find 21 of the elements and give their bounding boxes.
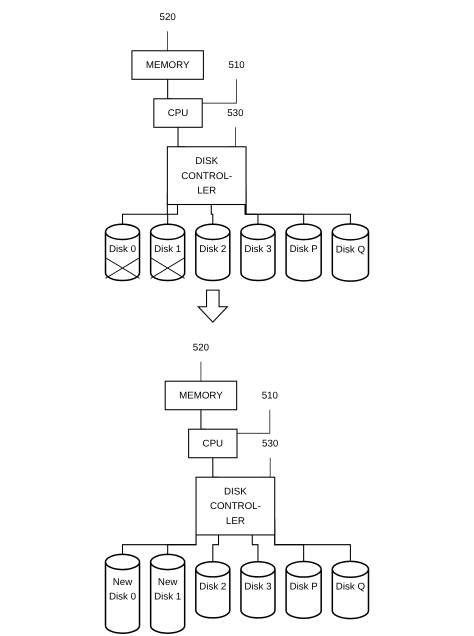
node-box: CPU	[153, 98, 203, 128]
node-box: MEMORY	[131, 50, 204, 80]
connector	[212, 534, 220, 562]
node-text: 520	[192, 342, 210, 353]
node-box: DISK CONTROL- LER	[166, 146, 247, 206]
connector	[236, 409, 270, 434]
node-text: 530	[227, 107, 244, 118]
connector	[252, 534, 258, 562]
connector	[167, 30, 168, 52]
connector	[210, 204, 214, 225]
node-text: 530	[262, 438, 278, 449]
connector	[244, 204, 258, 225]
connector	[200, 361, 202, 382]
node-text: 510	[228, 59, 245, 70]
node-text: 510	[262, 390, 278, 401]
connector	[202, 78, 237, 104]
node-box: CPU	[188, 428, 238, 458]
node-box: DISK CONTROL- LER	[196, 476, 276, 536]
node-text: 520	[160, 11, 176, 22]
connector	[167, 204, 178, 225]
node-box: MEMORY	[164, 380, 238, 410]
